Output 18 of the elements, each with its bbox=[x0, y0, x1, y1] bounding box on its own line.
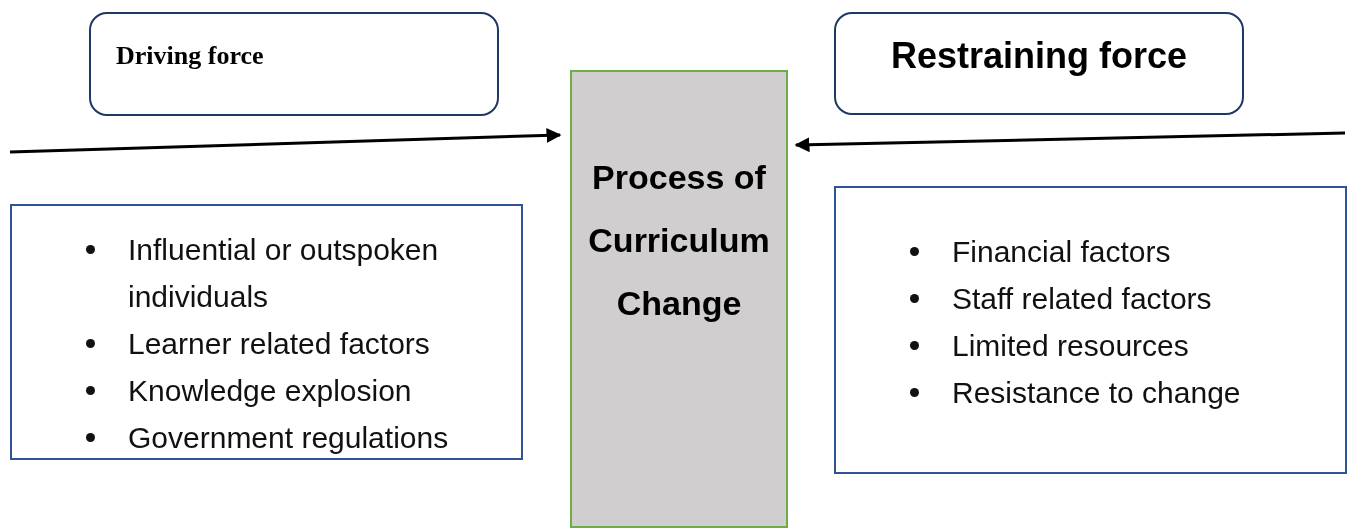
heading: Driving force bbox=[116, 41, 264, 71]
list-box bbox=[834, 186, 1347, 474]
list-box bbox=[10, 204, 523, 460]
bullet-text: Resistance to change bbox=[952, 376, 1241, 409]
arrow bbox=[9, 127, 562, 154]
bullet-text: Learner related factors bbox=[128, 327, 430, 360]
bullet-text: Knowledge explosion bbox=[128, 374, 412, 407]
heading: Restraining force bbox=[890, 34, 1188, 77]
arrow bbox=[794, 131, 1346, 153]
process-label: Process of Curriculum Change bbox=[587, 157, 771, 324]
bullet-text: Financial factors bbox=[952, 235, 1171, 268]
bullet-text: Influential or outspoken individuals bbox=[128, 233, 439, 313]
bullet-text: Staff related factors bbox=[952, 282, 1212, 315]
bullet-text: Government regulations bbox=[128, 421, 449, 454]
label-box bbox=[89, 12, 499, 116]
bullet-text: Limited resources bbox=[952, 329, 1189, 362]
process-box bbox=[570, 70, 788, 528]
label-box bbox=[834, 12, 1244, 115]
